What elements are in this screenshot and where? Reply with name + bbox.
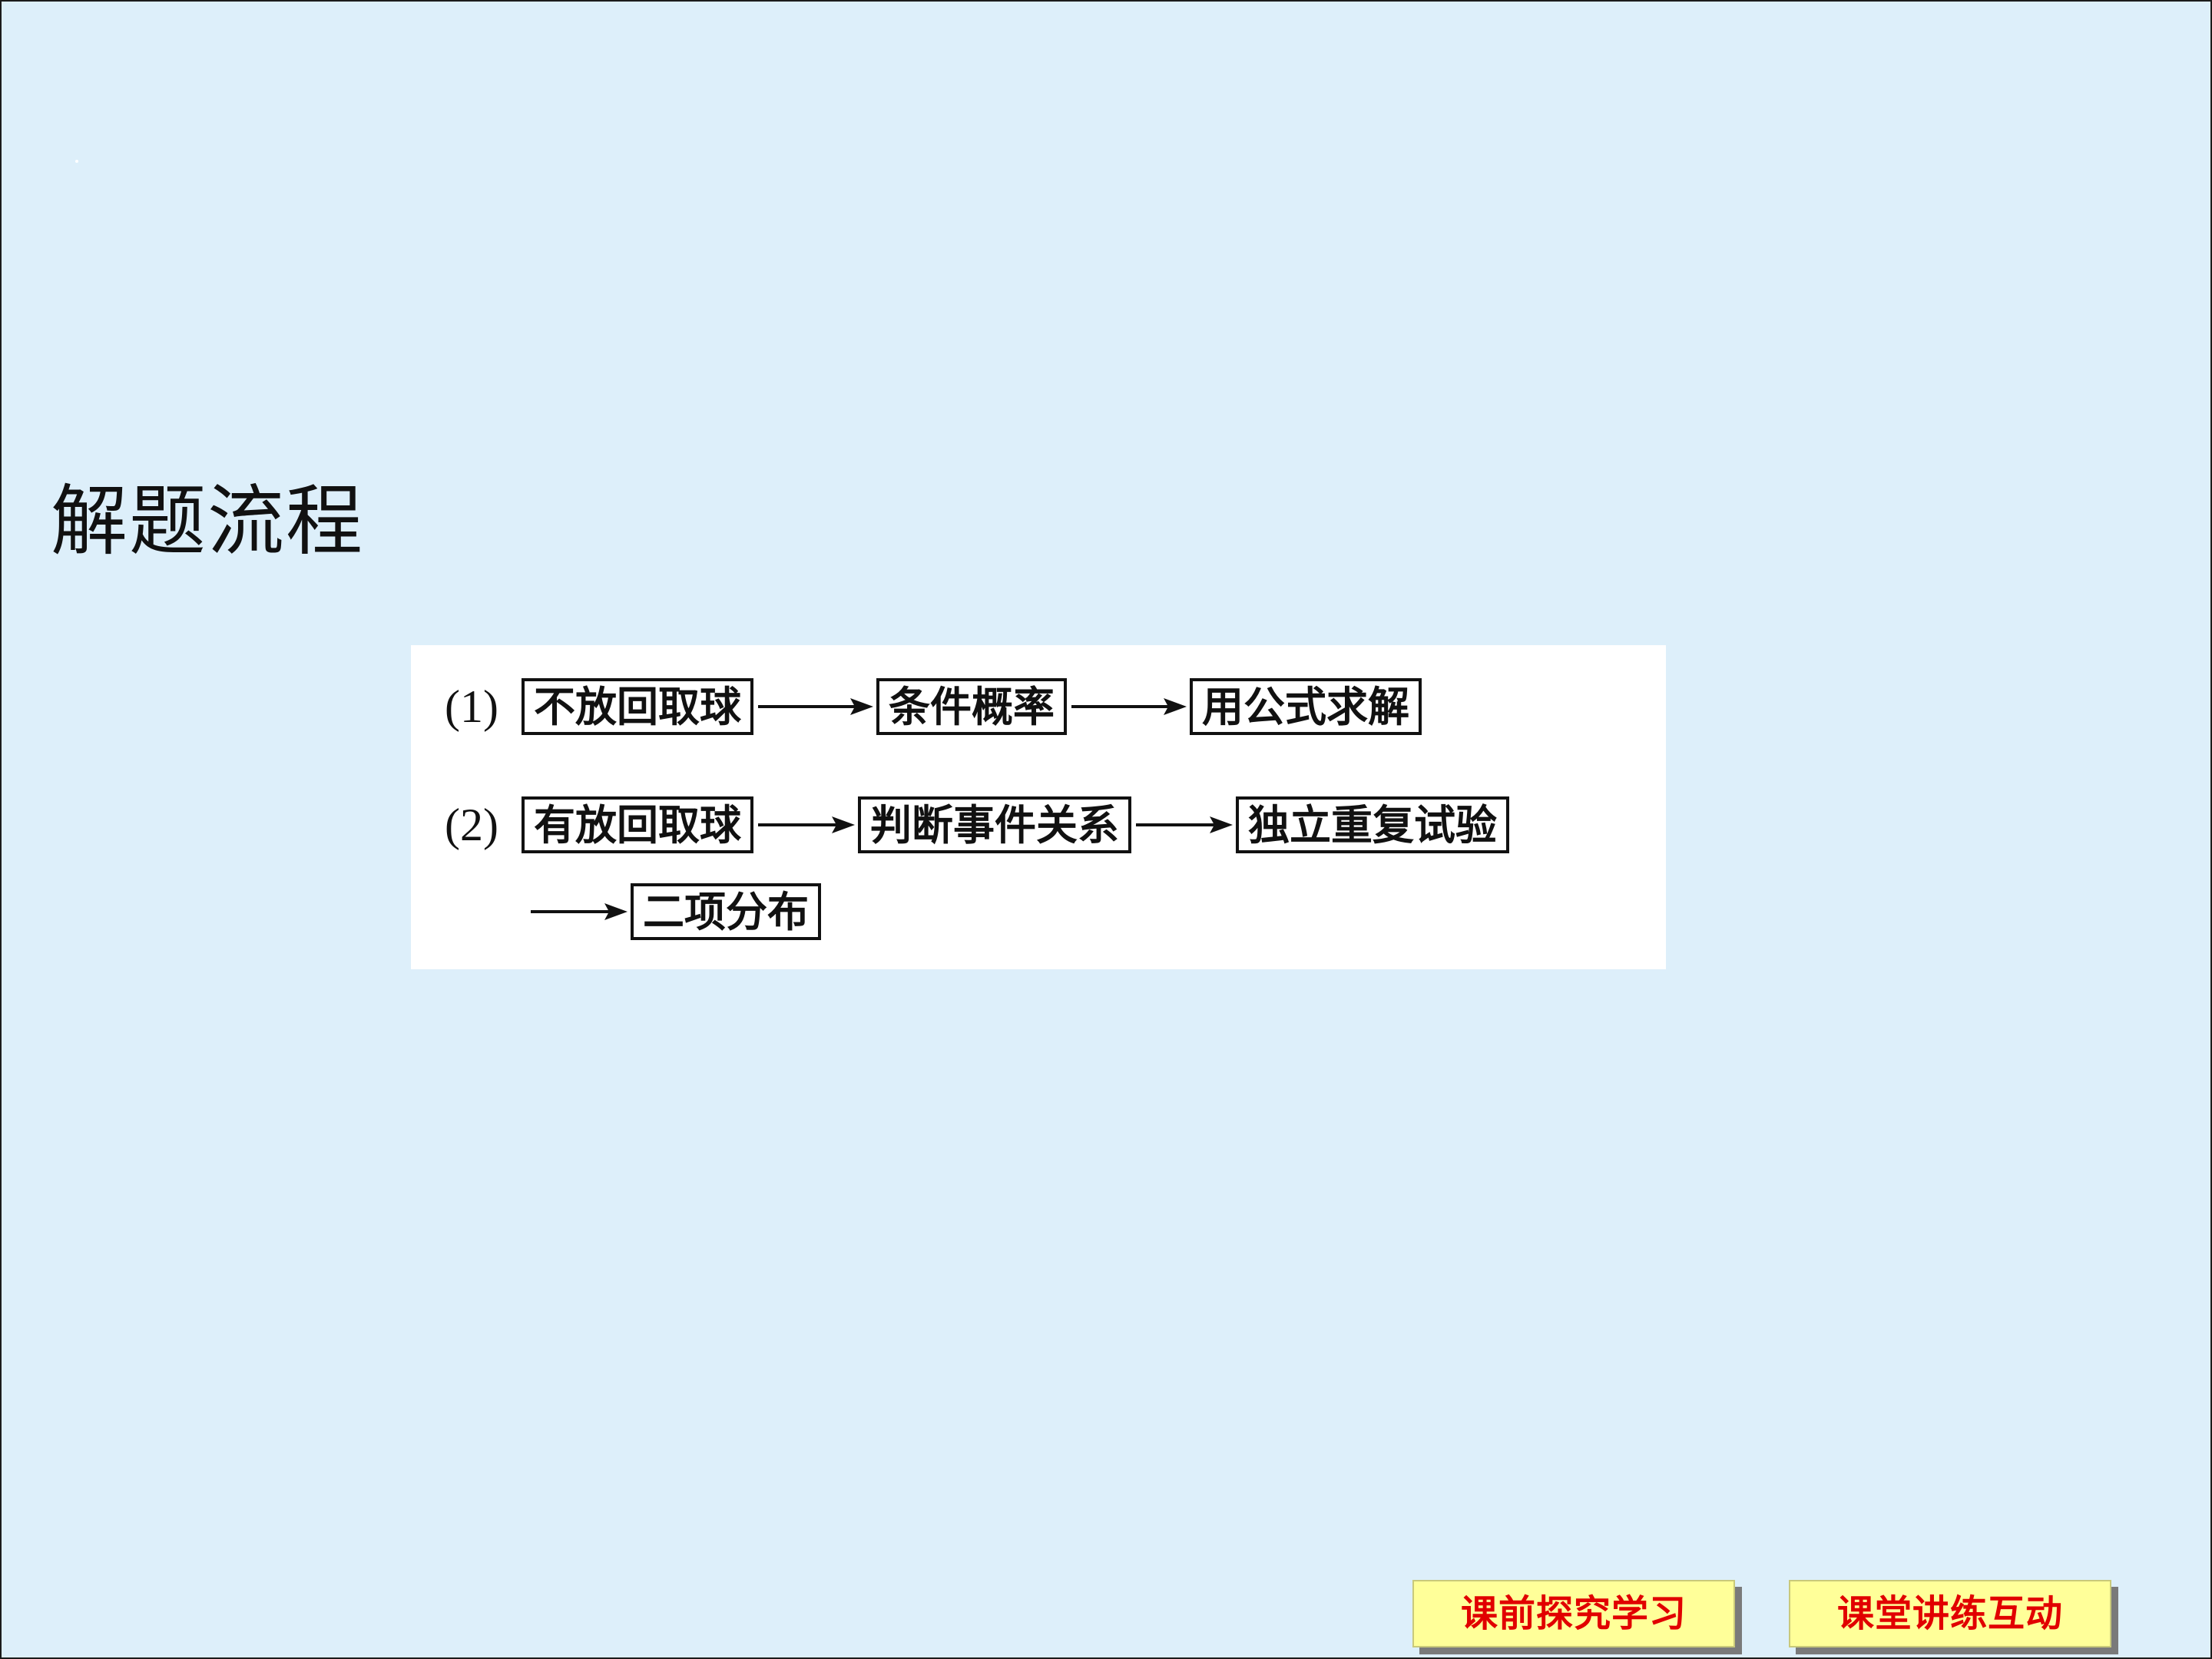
row-2-label: (2) <box>445 800 498 850</box>
step-conditional-probability: 条件概率 <box>876 678 1067 735</box>
flow-row-2: (2) 有放回取球 判断事件关系 独立重复试验 <box>445 794 1509 856</box>
flow-row-1: (1) 不放回取球 条件概率 用公式求解 <box>445 676 1422 737</box>
step-draw-without-replacement: 不放回取球 <box>522 678 753 735</box>
step-draw-with-replacement: 有放回取球 <box>522 796 753 853</box>
flow-diagram-panel: (1) 不放回取球 条件概率 用公式求解 (2) 有放回取球 判断事件关系 <box>411 645 1666 969</box>
step-solve-with-formula: 用公式求解 <box>1190 678 1422 735</box>
arrow-right-icon <box>1071 698 1187 715</box>
arrow-right-icon <box>1136 816 1233 833</box>
class-interaction-button[interactable]: 课堂讲练互动 <box>1789 1580 2111 1647</box>
step-binomial-distribution: 二项分布 <box>631 883 821 940</box>
flow-row-3: 二项分布 <box>528 883 821 940</box>
pre-class-study-button[interactable]: 课前探究学习 <box>1412 1580 1735 1647</box>
page-title: 解题流程 <box>51 476 364 566</box>
arrow-right-icon <box>531 903 628 920</box>
row-1-label: (1) <box>445 681 498 732</box>
step-judge-event-relation: 判断事件关系 <box>858 796 1131 853</box>
step-independent-repeated-trials: 独立重复试验 <box>1236 796 1509 853</box>
decorative-dot <box>75 160 78 163</box>
arrow-right-icon <box>758 816 855 833</box>
arrow-right-icon <box>758 698 873 715</box>
